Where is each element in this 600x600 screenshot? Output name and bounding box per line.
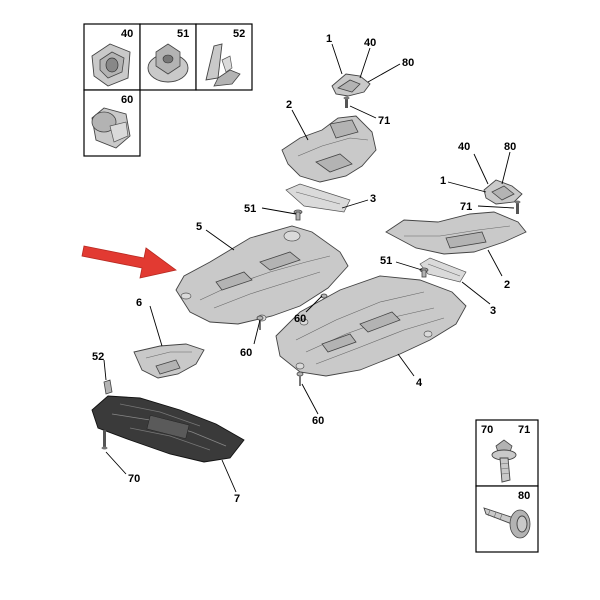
callout-80-top: 80 <box>402 57 414 69</box>
part-5-front-shield <box>175 225 349 325</box>
part-2-right-shield <box>385 211 527 255</box>
callout-labels: 1 40 80 71 2 51 3 40 80 1 71 2 51 3 5 6 … <box>92 33 516 505</box>
leader-71-top <box>349 105 377 119</box>
fasteners <box>101 96 521 450</box>
leader-1-right <box>447 181 487 193</box>
part-4-main-shield <box>275 275 467 377</box>
legend-label-71: 71 <box>518 424 530 436</box>
clip-51-right-icon <box>419 267 429 278</box>
flange-nut-icon <box>147 43 189 83</box>
leader-51-mid <box>261 207 297 215</box>
leader-60-a <box>305 295 323 313</box>
leader-3-mid <box>341 199 369 209</box>
screw-legend: 70 71 80 <box>475 419 539 553</box>
callout-5: 5 <box>196 221 202 233</box>
leader-60-c <box>301 383 319 415</box>
leader-51-right <box>395 261 423 271</box>
front-direction-arrow-icon <box>81 245 177 279</box>
callout-60-b: 60 <box>240 347 252 359</box>
callout-80-right: 80 <box>504 141 516 153</box>
leader-70 <box>105 451 127 475</box>
leader-lines <box>103 43 515 493</box>
clip-52-icon <box>103 379 113 395</box>
callout-51-mid: 51 <box>244 203 256 215</box>
callout-3-right: 3 <box>490 305 496 317</box>
spring-clip-icon <box>205 43 241 87</box>
leader-80-right <box>501 151 511 185</box>
leader-6 <box>149 305 163 347</box>
callout-7: 7 <box>234 493 240 505</box>
callout-3-mid: 3 <box>370 193 376 205</box>
callout-4: 4 <box>416 377 423 389</box>
part-7-lower-frame <box>91 395 245 463</box>
legend-label-60: 60 <box>121 94 133 106</box>
leader-5 <box>205 229 235 251</box>
leader-7 <box>221 459 237 493</box>
hardware-legend-grid: 40 51 52 60 <box>83 23 253 157</box>
callout-40-right: 40 <box>458 141 470 153</box>
legend-cell-52 <box>195 23 253 91</box>
callout-1-right: 1 <box>440 175 446 187</box>
callout-1-top: 1 <box>326 33 332 45</box>
callout-71-right: 71 <box>460 201 472 213</box>
screw-70-icon <box>101 430 108 450</box>
part-1-top-bracket <box>331 73 371 97</box>
part-3-right-rail <box>419 257 467 283</box>
leader-2-right <box>487 249 503 277</box>
callout-60-a: 60 <box>294 313 306 325</box>
leader-52 <box>103 359 107 381</box>
clip-51-mid-icon <box>293 209 303 221</box>
legend-label-51: 51 <box>177 28 189 40</box>
clip-nut-icon <box>91 43 131 87</box>
leader-3-right <box>461 281 491 305</box>
leader-80-top <box>367 63 401 83</box>
push-clip-60-c-icon <box>296 371 304 386</box>
leader-40-top <box>359 47 371 79</box>
part-6-side-deflector <box>133 343 205 379</box>
screw-71-right-icon <box>514 200 521 214</box>
leader-1-top <box>331 43 343 75</box>
part-1-right-bracket <box>483 179 523 205</box>
legend-label-80: 80 <box>518 490 530 502</box>
leader-60-b <box>253 319 261 345</box>
legend-label-52: 52 <box>233 28 245 40</box>
callout-71-top: 71 <box>378 115 390 127</box>
legend-label-40: 40 <box>121 28 133 40</box>
leader-71-right <box>477 205 515 209</box>
callout-60-c: 60 <box>312 415 324 427</box>
push-clip-60-a-icon <box>320 293 328 299</box>
self-tapping-screw-icon <box>483 507 531 539</box>
part-2-upper-shield <box>281 115 377 183</box>
leader-4 <box>397 353 415 377</box>
callout-51-right: 51 <box>380 255 392 267</box>
callout-6: 6 <box>136 297 142 309</box>
legend-label-70: 70 <box>481 424 493 436</box>
screw-71-top-icon <box>343 96 350 108</box>
leader-2-top <box>291 109 309 141</box>
leader-40-right <box>473 153 489 185</box>
callout-70: 70 <box>128 473 140 485</box>
part-3-upper-rail <box>285 183 351 213</box>
push-clip-icon <box>91 107 131 149</box>
callout-2-right: 2 <box>504 279 510 291</box>
flange-bolt-icon <box>491 439 517 483</box>
callout-40-top: 40 <box>364 37 376 49</box>
callout-52: 52 <box>92 351 104 363</box>
callout-2-top: 2 <box>286 99 292 111</box>
